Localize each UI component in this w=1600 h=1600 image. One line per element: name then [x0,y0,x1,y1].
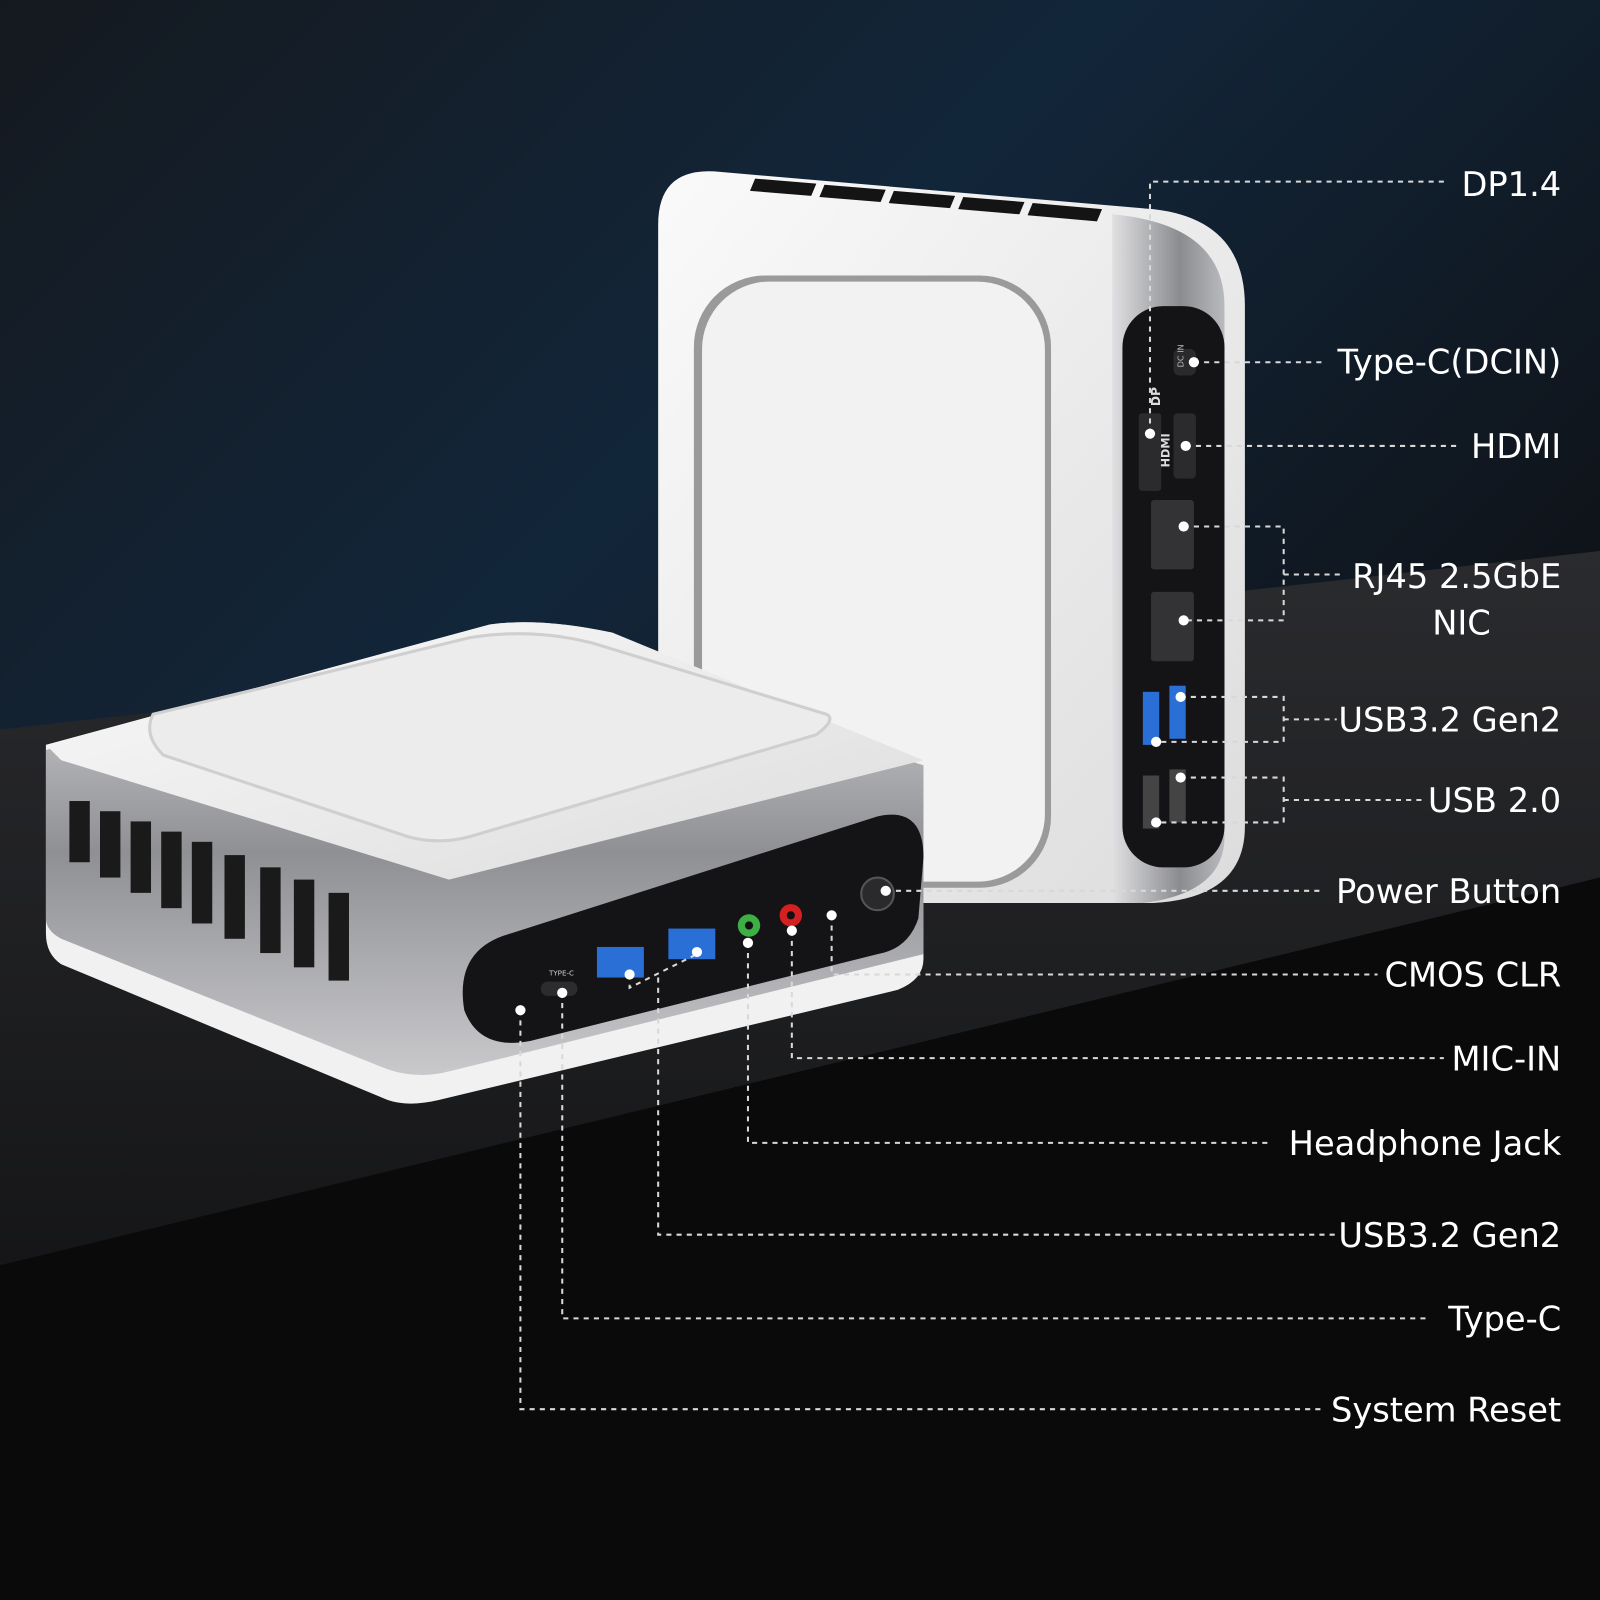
label-rj45-line1: RJ45 2.5GbE [1352,557,1561,596]
rear-usb2-port-1 [1142,775,1160,829]
front-usb3-port-2 [668,928,716,960]
label-typec-front: Type-C [1447,1300,1561,1339]
rear-usb3-port-1 [1142,691,1160,745]
rj45-port-1 [1151,500,1194,570]
side-vent-slots [69,801,349,981]
label-hdmi: HDMI [1471,427,1561,466]
label-usb20: USB 2.0 [1428,781,1561,820]
dp-port [1138,413,1162,491]
front-typec-mark: TYPE-C [548,969,574,978]
leader-lines [519,180,1462,1411]
dcin-mark: DC IN [1176,344,1186,367]
front-device: TYPE-C [45,622,924,1104]
rear-usb2-port-2 [1169,769,1186,823]
dcin-port [1173,348,1196,376]
hdmi-mark: HDMI [1159,433,1172,467]
label-usb32-front: USB3.2 Gen2 [1338,1216,1561,1255]
label-typec-dcin: Type-C(DCIN) [1336,342,1561,381]
top-vent-slots [750,178,1103,222]
dp-mark: DP [1149,387,1163,406]
label-rj45-line2: NIC [1432,604,1491,643]
front-usb3-port-1 [596,946,644,978]
label-system-reset: System Reset [1331,1390,1561,1429]
label-dp: DP1.4 [1461,165,1561,204]
label-mic-in: MIC-IN [1452,1039,1562,1078]
label-usb32-rear: USB3.2 Gen2 [1338,701,1561,740]
top-cover [148,632,832,843]
label-power-button: Power Button [1336,872,1561,911]
leader-dots [515,357,1199,1016]
rj45-port-2 [1151,591,1194,662]
label-headphone-jack: Headphone Jack [1289,1124,1562,1163]
label-cmos-clr: CMOS CLR [1384,956,1561,995]
